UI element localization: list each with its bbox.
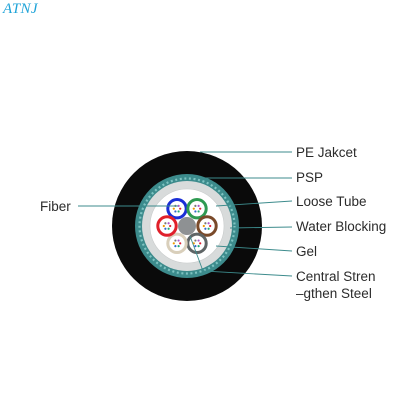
leader-central-strength [189,235,293,277]
label-loose-tube: Loose Tube [296,194,367,209]
loose-tube-wall [166,232,188,255]
loose-tube-green [186,197,208,220]
fiber-strand [194,239,197,242]
fiber-strand [172,207,175,210]
label-fiber: Fiber [40,199,71,214]
loose-tube-group [156,197,218,255]
fiber-strand [167,227,170,230]
loose-tube-wall [186,232,208,255]
fiber-strand [174,210,177,213]
fiber-strand [197,239,200,242]
fiber-strand [177,210,180,213]
fiber-strand [179,207,182,210]
leader-water-blocking [229,226,293,229]
fiber-strand [174,244,177,248]
leader-gel [215,245,293,252]
fiber-strand [202,224,205,228]
loose-tube-slate [186,232,208,255]
loose-tube-natural [166,232,188,255]
label-psp: PSP [296,170,324,185]
fiber-strand [167,222,170,225]
label-gel: Gel [296,244,318,259]
label-water-blocking: Water Blocking [296,219,387,234]
fiber-strand [204,222,207,225]
fiber-strand [169,224,172,228]
fiber-strand [177,204,180,208]
loose-tube-blue [166,197,188,220]
fiber-strand [179,242,182,245]
fiber-strand [162,224,165,228]
loose-tube-red [156,215,178,237]
fiber-strand [197,244,200,248]
fiber-strand [207,227,210,230]
fiber-strand [172,242,175,245]
watermark: ATNJ [3,1,38,17]
fiber-strand [197,204,200,208]
fiber-strand [164,227,167,230]
loose-tube-wall [156,215,178,237]
leader-loose-tube [215,200,293,207]
loose-tube-wall [196,215,218,237]
central-strength-steel [178,217,196,235]
loose-tube-wall [186,197,208,220]
leader-lines [78,151,293,277]
fiber-strand [192,207,195,210]
loose-tube-wall [166,197,188,220]
fiber-strand [207,222,210,225]
label-central-strength-line2: –gthen Steel [296,286,372,301]
fiber-strand [199,207,202,210]
fiber-strand [199,242,202,245]
label-pe-jacket: PE Jakcet [296,145,357,160]
fiber-strand [204,227,207,230]
fiber-strand [194,244,197,248]
fiber-strand [197,210,200,213]
fiber-strand [194,204,197,208]
fiber-strand [194,210,197,213]
fiber-strand [209,224,212,228]
fiber-strand [177,244,180,248]
loose-tube-brown [196,215,218,237]
fiber-strand [164,222,167,225]
psp-corrugation [138,177,236,275]
fiber-strand [174,239,177,242]
label-central-strength-line1: Central Stren [296,269,376,284]
fiber-strand [177,239,180,242]
